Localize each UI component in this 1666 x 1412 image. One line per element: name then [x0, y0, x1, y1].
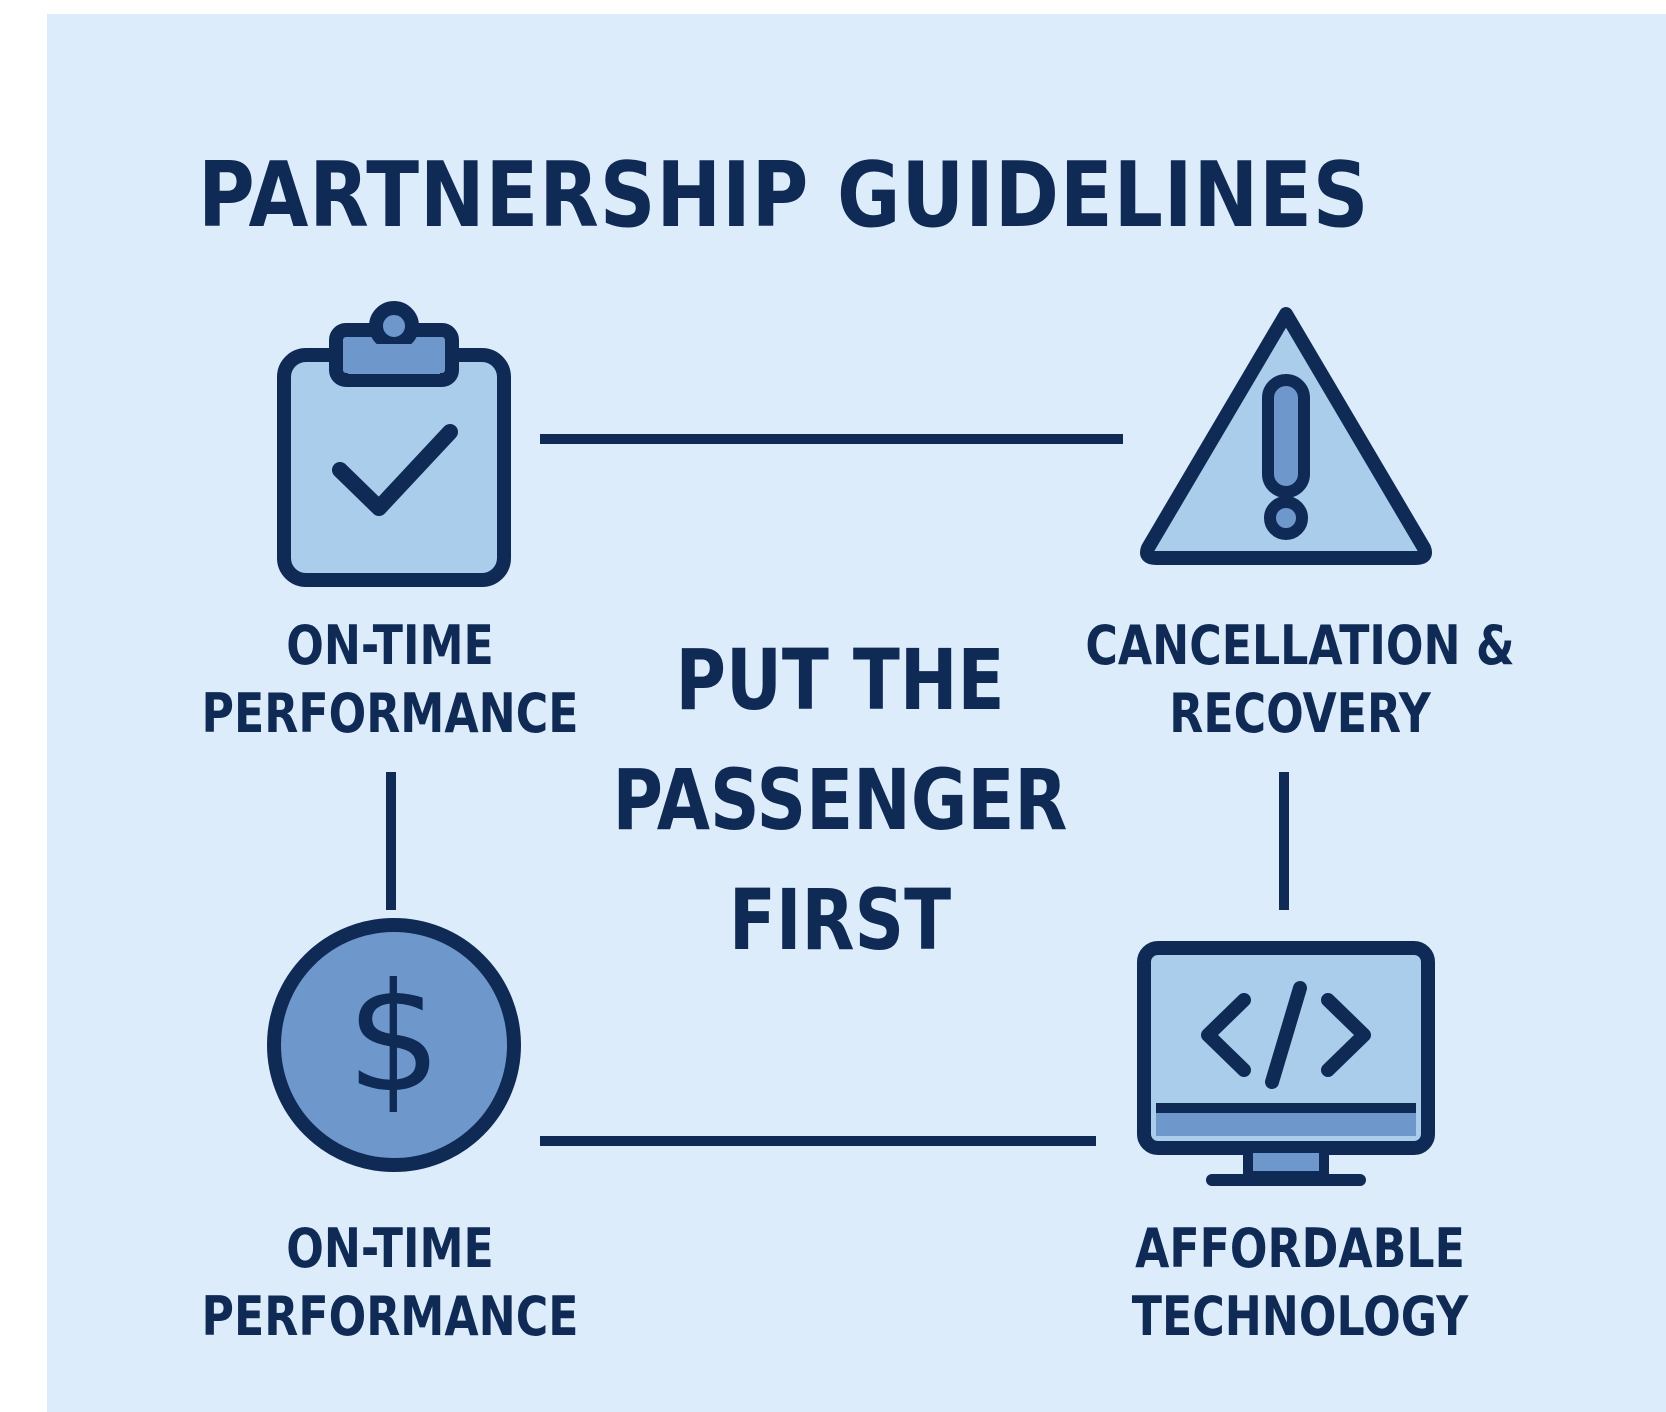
node-label-top-left-line1: ON-TIME — [286, 614, 494, 677]
clipboard-check-icon — [274, 300, 514, 590]
center-message-line2: PASSENGER — [612, 751, 1068, 849]
monitor-code-icon — [1136, 940, 1436, 1190]
center-message-line3: FIRST — [728, 871, 952, 969]
connector-bottom — [540, 1136, 1096, 1146]
diagram-background — [47, 14, 1666, 1412]
center-message-line1: PUT THE — [675, 631, 1005, 729]
dollar-coin-icon: $ — [264, 915, 524, 1175]
node-label-top-left-line2: PERFORMANCE — [201, 682, 579, 745]
node-label-bottom-right-line1: AFFORDABLE — [1135, 1217, 1465, 1280]
node-label-top-left: ON-TIME PERFORMANCE — [140, 612, 640, 748]
node-label-bottom-right: AFFORDABLE TECHNOLOGY — [1020, 1215, 1580, 1351]
connector-right — [1279, 772, 1289, 910]
node-label-top-right-line1: CANCELLATION & — [1085, 614, 1515, 677]
connector-left — [386, 772, 396, 910]
node-label-bottom-left-line1: ON-TIME — [286, 1217, 494, 1280]
svg-text:$: $ — [346, 952, 441, 1126]
node-label-bottom-right-line2: TECHNOLOGY — [1131, 1285, 1469, 1348]
warning-icon — [1136, 300, 1436, 570]
node-label-bottom-left: ON-TIME PERFORMANCE — [140, 1215, 640, 1351]
center-message: PUT THE PASSENGER FIRST — [560, 620, 1120, 980]
node-label-top-right: CANCELLATION & RECOVERY — [1020, 612, 1580, 748]
node-label-bottom-left-line2: PERFORMANCE — [201, 1285, 579, 1348]
connector-top — [540, 434, 1123, 444]
diagram-title: PARTNERSHIP GUIDELINES — [198, 142, 1370, 248]
node-label-top-right-line2: RECOVERY — [1169, 682, 1431, 745]
